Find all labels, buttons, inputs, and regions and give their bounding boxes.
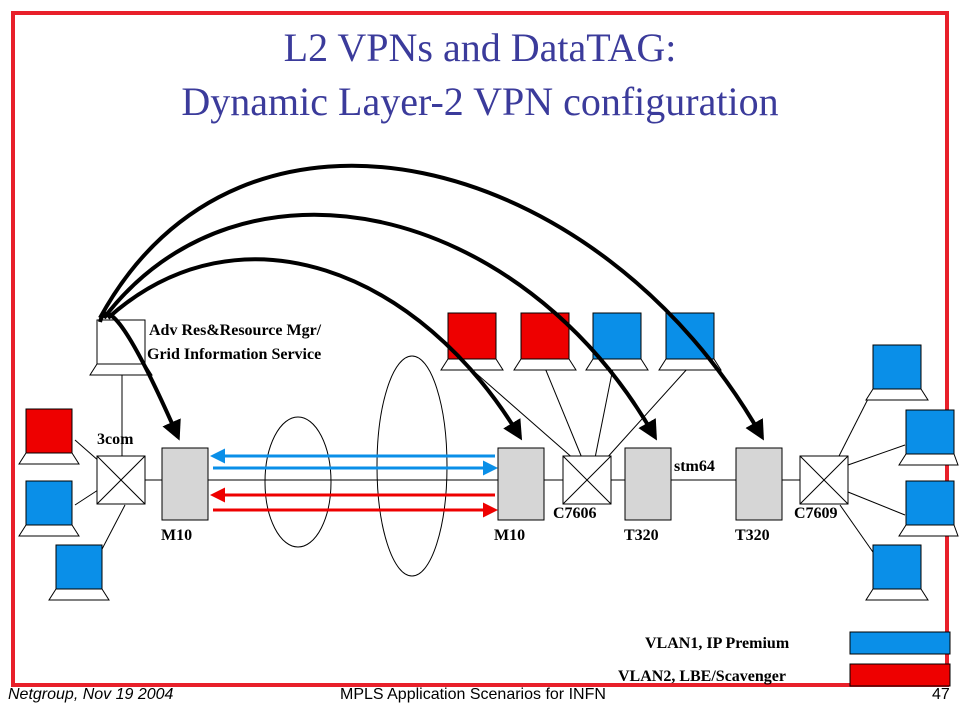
legend-label-vlan2: VLAN2, LBE/Scavenger xyxy=(618,668,786,685)
router-m10-right xyxy=(497,447,545,521)
link-c7609-host-2 xyxy=(847,444,906,466)
legend-swatch-vlan2 xyxy=(849,663,951,687)
label-c7606: C7606 xyxy=(553,505,597,522)
link-left-host-3 xyxy=(99,504,126,554)
label-3com: 3com xyxy=(97,431,134,448)
router-t320-right xyxy=(735,447,783,521)
network-cloud-left xyxy=(264,416,332,548)
switch-3com xyxy=(96,455,146,505)
link-c7609-host-1 xyxy=(837,394,871,459)
router-t320-left xyxy=(624,447,672,521)
link-c7606-host-2 xyxy=(544,367,583,459)
link-left-host-1 xyxy=(74,439,101,463)
legend-swatch-vlan1 xyxy=(849,631,951,655)
link-c7606-host-1 xyxy=(469,367,576,461)
slide-title-line2: Dynamic Layer-2 VPN configuration xyxy=(181,79,779,124)
link-c7609-host-3 xyxy=(847,491,906,516)
host-left-blue-2 xyxy=(48,544,110,601)
link-c7606-host-4 xyxy=(604,367,689,461)
host-left-red xyxy=(18,408,80,465)
footer-left: Netgroup, Nov 19 2004 xyxy=(8,686,174,703)
label-mgr-line1: Adv Res&Resource Mgr/ xyxy=(149,322,322,339)
slide-title-line1: L2 VPNs and DataTAG: xyxy=(283,25,677,70)
label-t320-right: T320 xyxy=(735,527,770,544)
host-right-blue-2 xyxy=(898,409,959,466)
host-right-blue-4 xyxy=(865,544,929,601)
control-arc-t320-left xyxy=(102,212,657,441)
host-c7606-red-1 xyxy=(440,312,504,371)
legend-label-vlan1: VLAN1, IP Premium xyxy=(645,635,790,652)
host-left-blue-1 xyxy=(18,480,80,537)
network-cloud-right xyxy=(376,355,448,577)
host-right-blue-1 xyxy=(865,344,929,401)
label-stm64: stm64 xyxy=(674,458,715,475)
control-arc-m10-right xyxy=(106,257,523,441)
label-mgr-line2: Grid Information Service xyxy=(147,346,322,363)
resource-manager-workstation xyxy=(89,319,153,376)
link-c7606-host-3 xyxy=(594,367,614,459)
switch-c7606 xyxy=(562,455,612,505)
footer-center: MPLS Application Scenarios for INFN xyxy=(340,686,606,703)
label-m10-right: M10 xyxy=(494,527,526,544)
link-c7609-host-4 xyxy=(839,504,876,556)
label-t320-left: T320 xyxy=(624,527,659,544)
host-right-blue-3 xyxy=(898,480,959,537)
label-c7609: C7609 xyxy=(794,505,838,522)
control-arc-t320-right xyxy=(98,163,764,441)
slide-frame xyxy=(11,11,949,687)
switch-c7609 xyxy=(799,455,849,505)
router-m10-left xyxy=(161,447,209,521)
label-m10-left: M10 xyxy=(161,527,193,544)
host-c7606-blue-1 xyxy=(585,312,649,371)
footer-page-number: 47 xyxy=(932,686,950,703)
link-left-host-2 xyxy=(74,489,99,506)
